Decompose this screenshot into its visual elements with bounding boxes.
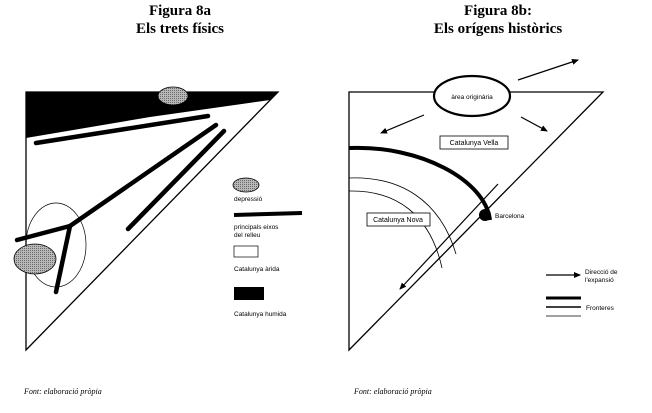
figure-a-source: Font: elaboració pròpia — [24, 387, 102, 396]
originating-area-label: àrea originària — [451, 94, 493, 101]
depression-top — [157, 86, 189, 106]
legend-depression-swatch — [232, 177, 260, 193]
expansion-arrow-top — [517, 59, 579, 81]
relief-axis-1 — [33, 113, 211, 146]
legend-expansion-label-1: Direcció de — [585, 269, 618, 276]
depression-bottom — [13, 243, 57, 275]
catalunya-nova-box — [366, 212, 431, 227]
relief-axis-5 — [14, 223, 73, 243]
humid-area — [26, 92, 278, 138]
relief-axis-3 — [125, 128, 227, 232]
frontier-old — [348, 145, 492, 221]
legend-humid-label: Catalunya humida — [234, 311, 287, 318]
figure-b-source: Font: elaboració pròpia — [354, 387, 432, 396]
barcelona-label: Barcelona — [495, 213, 525, 220]
expansion-arrow-right — [520, 116, 548, 132]
frontier-inner-2 — [348, 190, 443, 269]
catalunya-vella-label: Catalunya Vella — [450, 140, 499, 147]
figure-a-map — [13, 86, 280, 352]
figure-a-legend: depressió principals eixos del relleu Ca… — [232, 177, 303, 318]
legend-frontier-label: Fronteres — [586, 305, 615, 312]
legend-relief-label-1: principals eixos — [234, 224, 279, 231]
legend-expansion-label-2: l'expansió — [585, 277, 614, 284]
figure-b-title-line1: Figura 8b: — [464, 3, 532, 19]
expansion-arrow-south — [399, 183, 499, 290]
legend-relief-swatch — [233, 211, 303, 217]
figure-a-title-line1: Figura 8a — [148, 3, 212, 19]
figure-b-title-line2: Els orígens històrics — [433, 21, 563, 37]
figure-a-title: Figura 8a Els trets físics — [95, 2, 265, 38]
originating-area — [432, 74, 512, 118]
legend-humid-swatch — [234, 287, 264, 300]
expansion-arrow-left — [380, 114, 425, 134]
figure-a-title-line2: Els trets físics — [135, 21, 225, 37]
figure-b-title: Figura 8b: Els orígens històrics — [398, 2, 598, 38]
legend-relief-label-2: del relleu — [234, 232, 261, 239]
legend-depression-label: depressió — [234, 196, 263, 203]
legend-arid-swatch — [233, 245, 259, 258]
relief-axis-2 — [67, 122, 219, 229]
catalunya-nova-label: Catalunya Nova — [373, 217, 423, 224]
relief-axis-4 — [53, 223, 73, 295]
legend-arid-label: Catalunya àrida — [234, 266, 280, 273]
barcelona-marker — [479, 209, 491, 221]
catalunya-vella-box — [439, 135, 509, 150]
figure-b-legend: Direcció de l'expansió Fronteres — [546, 269, 618, 317]
figure-b-map: àrea originària Catalunya Vella Cataluny… — [348, 59, 605, 352]
